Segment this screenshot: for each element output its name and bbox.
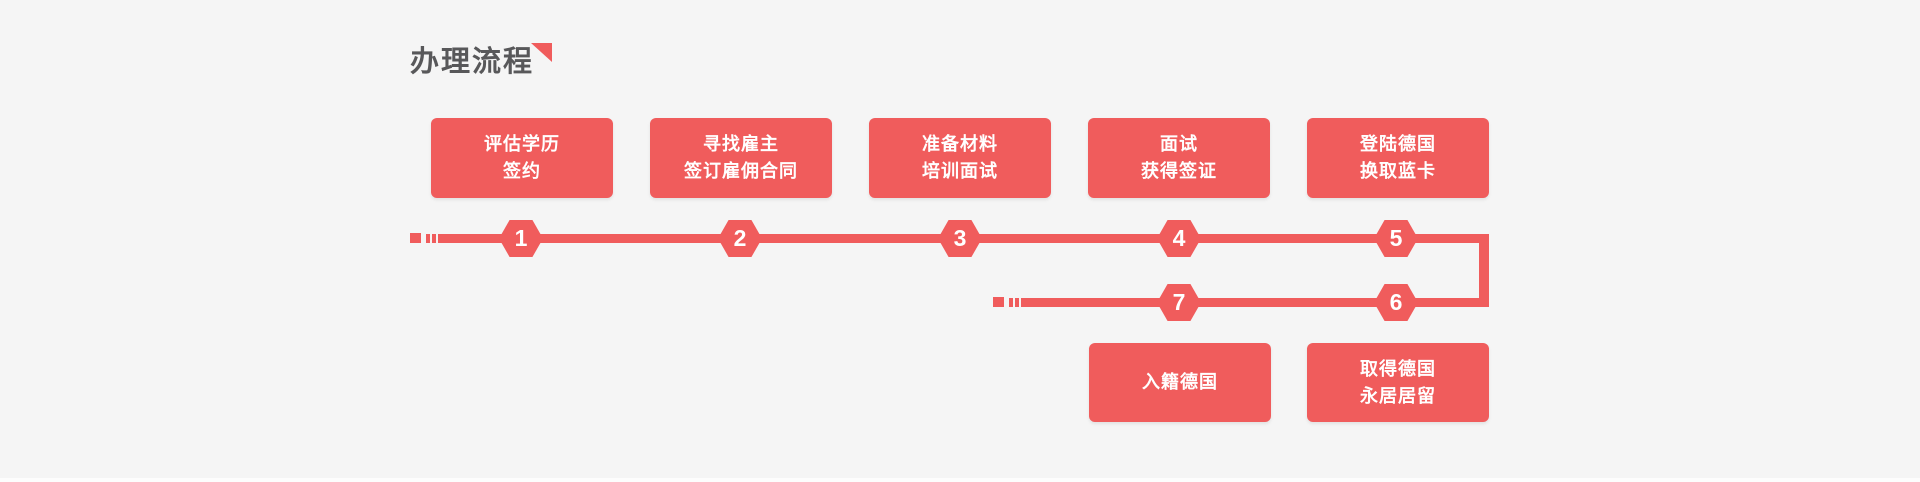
step-hexagon-5: 5 bbox=[1374, 220, 1418, 257]
timeline-start-tick2-row1 bbox=[432, 234, 436, 243]
step-3-label-line1: 准备材料 bbox=[922, 134, 998, 154]
step-box-7: 入籍德国 bbox=[1089, 343, 1271, 422]
step-2-label-line1: 寻找雇主 bbox=[703, 134, 779, 154]
step-6-number: 6 bbox=[1389, 289, 1403, 315]
step-box-5: 登陆德国 换取蓝卡 bbox=[1307, 118, 1489, 198]
timeline-start-tick1-row2 bbox=[1009, 298, 1013, 307]
step-box-1: 评估学历 签约 bbox=[431, 118, 613, 198]
step-5-label-line2: 换取蓝卡 bbox=[1360, 161, 1436, 181]
step-4-label-line2: 获得签证 bbox=[1141, 161, 1217, 181]
step-hexagon-1: 1 bbox=[499, 220, 543, 257]
step-hexagon-4: 4 bbox=[1157, 220, 1201, 257]
step-4-number: 4 bbox=[1172, 225, 1186, 251]
timeline-start-square-row1 bbox=[410, 233, 421, 243]
step-5-number: 5 bbox=[1389, 225, 1403, 251]
step-hexagon-2: 2 bbox=[718, 220, 762, 257]
bottom-edge-strip bbox=[0, 478, 1920, 482]
step-6-label-line2: 永居居留 bbox=[1360, 385, 1436, 406]
step-1-label-line1: 评估学历 bbox=[484, 134, 560, 154]
timeline-start-tick1-row1 bbox=[426, 234, 430, 243]
step-box-2: 寻找雇主 签订雇佣合同 bbox=[650, 118, 832, 198]
step-3-number: 3 bbox=[953, 225, 967, 251]
step-hexagon-6: 6 bbox=[1374, 284, 1418, 321]
step-box-6: 取得德国 永居居留 bbox=[1307, 343, 1489, 422]
step-3-label-line2: 培训面试 bbox=[922, 161, 998, 181]
step-hexagon-3: 3 bbox=[938, 220, 982, 257]
timeline-corner-connector bbox=[1479, 234, 1489, 307]
step-4-label-line1: 面试 bbox=[1160, 134, 1198, 154]
timeline-line-row2 bbox=[1021, 298, 1489, 307]
step-5-label-line1: 登陆德国 bbox=[1360, 134, 1436, 154]
page-title: 办理流程 bbox=[410, 46, 535, 78]
step-box-3: 准备材料 培训面试 bbox=[869, 118, 1051, 198]
step-2-label-line2: 签订雇佣合同 bbox=[684, 161, 798, 181]
timeline-start-square-row2 bbox=[993, 297, 1004, 307]
step-1-label-line2: 签约 bbox=[503, 161, 541, 181]
step-6-label-line1: 取得德国 bbox=[1360, 358, 1436, 379]
corner-triangle-icon bbox=[531, 43, 552, 62]
step-2-number: 2 bbox=[733, 225, 747, 251]
step-7-number: 7 bbox=[1172, 289, 1186, 315]
step-box-4: 面试 获得签证 bbox=[1088, 118, 1270, 198]
step-7-label-line1: 入籍德国 bbox=[1142, 372, 1218, 392]
step-1-number: 1 bbox=[514, 225, 528, 251]
step-hexagon-7: 7 bbox=[1157, 284, 1201, 321]
timeline-start-tick2-row2 bbox=[1015, 298, 1019, 307]
